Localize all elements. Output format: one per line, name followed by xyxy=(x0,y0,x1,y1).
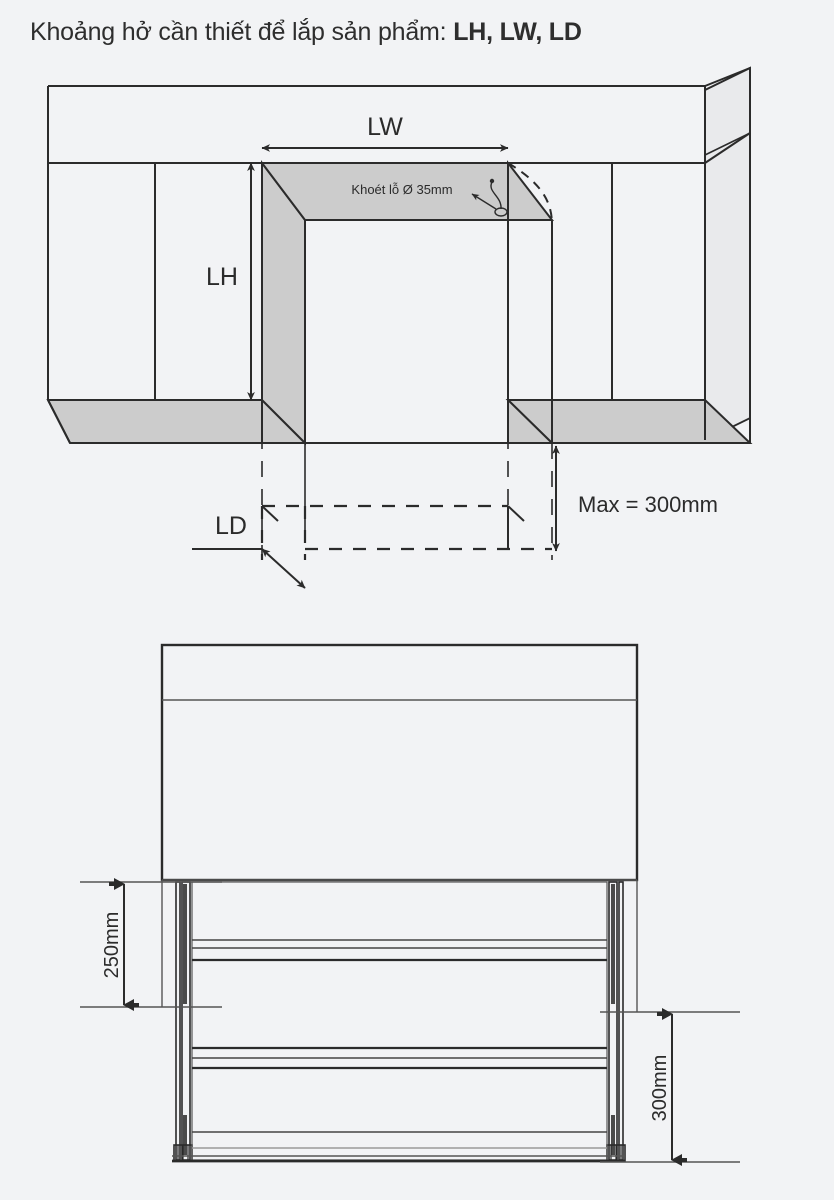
hole-callout-label: Khoét lỗ Ø 35mm xyxy=(351,182,452,197)
dimension-250mm-label: 250mm xyxy=(101,912,123,979)
dimension-max-gap-label: Max = 300mm xyxy=(578,492,718,517)
page-title-lead: Khoảng hở cần thiết để lắp sản phẩm: xyxy=(30,18,447,46)
rail-right xyxy=(606,881,626,1162)
hole-callout-dot xyxy=(489,178,495,184)
dimension-250mm: 250mm xyxy=(80,878,222,1011)
dimension-lw-label: LW xyxy=(367,113,403,141)
dimension-lh-label: LH xyxy=(206,263,238,291)
hole-callout-curve xyxy=(490,181,502,210)
hole-callout: Khoét lỗ Ø 35mm xyxy=(351,178,508,217)
side-walls xyxy=(161,880,638,1012)
dimension-lh: LH xyxy=(206,162,255,401)
dimension-ld-arrow xyxy=(261,548,306,589)
hole-callout-arrow xyxy=(471,193,497,210)
page-title: Khoảng hở cần thiết để lắp sản phẩm: LH,… xyxy=(30,18,582,47)
dimension-max-gap: Max = 300mm xyxy=(552,445,718,552)
dimension-300mm-label: 300mm xyxy=(649,1055,671,1122)
cabinet-right-side-face xyxy=(704,66,751,442)
hole-ellipse xyxy=(494,207,508,217)
bottom-shelf-shade-left xyxy=(46,397,308,444)
cabinet-carcass xyxy=(160,643,639,882)
dimension-ld-label: LD xyxy=(215,512,247,540)
top-lintel-shade xyxy=(259,160,555,221)
rail-left xyxy=(173,881,193,1162)
depth-footprint-corners xyxy=(261,505,525,549)
figure-bottom-elevation: 250mm 300mm xyxy=(0,600,834,1200)
dimension-lw: LW xyxy=(261,113,509,152)
dimension-300mm: 300mm xyxy=(600,1008,740,1166)
page-title-dimensions: LH, LW, LD xyxy=(453,18,582,46)
isometric-clearance-svg: LW LH Khoét lỗ Ø 35mm xyxy=(46,66,753,589)
depth-footprint-outline xyxy=(260,504,552,560)
projection-dashed-lines xyxy=(507,162,553,443)
rack-shelves xyxy=(172,881,625,1163)
dimension-ld: LD xyxy=(192,512,306,589)
extension-projectors xyxy=(261,405,553,560)
figure-top-isometric: LW LH Khoét lỗ Ø 35mm xyxy=(46,66,753,589)
rack-elevation-svg: 250mm 300mm xyxy=(80,643,740,1166)
